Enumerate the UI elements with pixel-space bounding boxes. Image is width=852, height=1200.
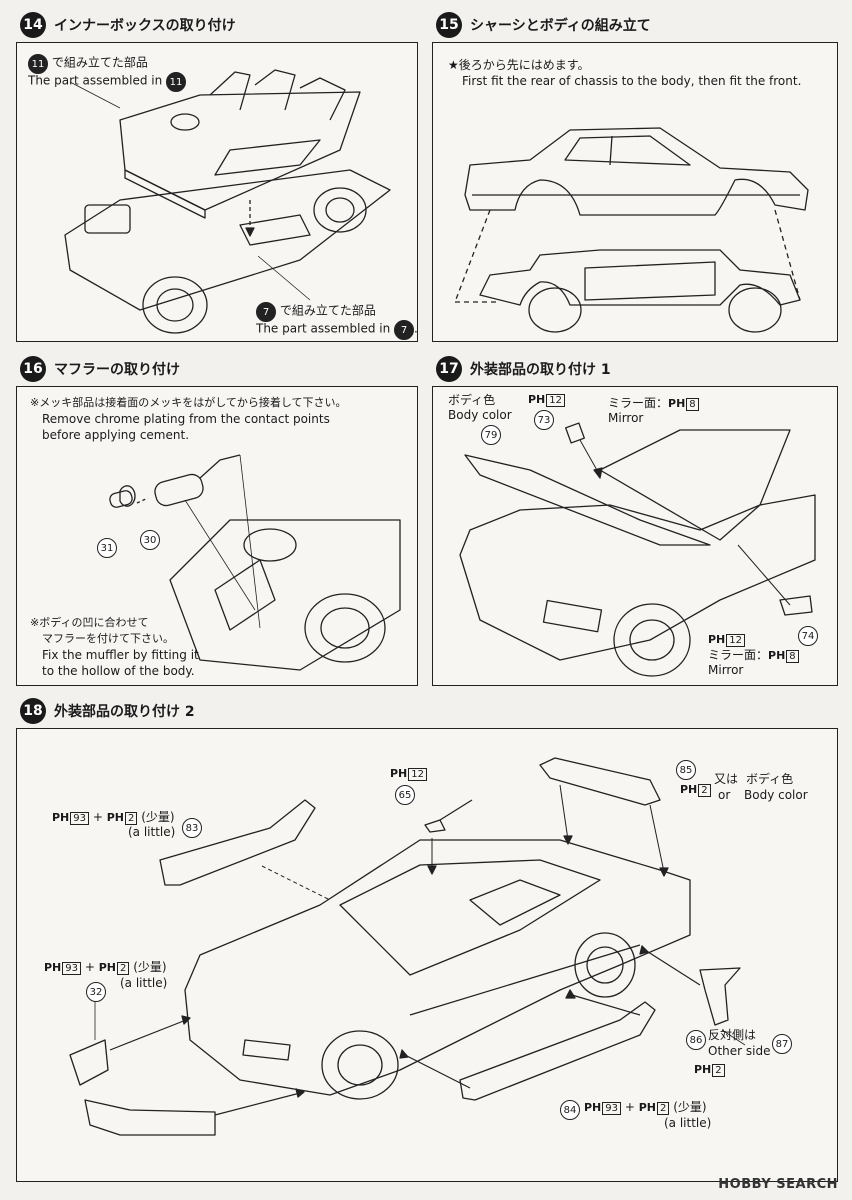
mirror-en-top: Mirror [608, 411, 644, 425]
other-side-en: Other side [708, 1044, 771, 1058]
other-side-jp: 反対側は [708, 1028, 757, 1042]
step-15-header: 15 シャーシとボディの組み立て [436, 12, 651, 38]
little-en-right: (a little) [664, 1116, 712, 1130]
step-number: 17 [436, 356, 462, 382]
little-en-left: (a little) [128, 825, 176, 839]
body-color-jp: ボディ色 [448, 393, 496, 407]
note-en: The part assembled in [28, 73, 163, 88]
step-14-note-bottom-en: The part assembled in 7. [256, 320, 418, 340]
front-spoiler-illustration [69, 1039, 216, 1136]
body-color-jp: ボディ色 [746, 772, 794, 786]
step-title: シャーシとボディの組み立て [470, 18, 651, 34]
step-16-note2-jp-2: マフラーを付けて下さい。 [42, 632, 174, 645]
part-callout-30: 30 [140, 530, 160, 550]
step-16-note1-jp: ※メッキ部品は接着面のメッキをはがしてから接着して下さい。 [30, 396, 347, 409]
part-callout-11: 11 [166, 72, 187, 92]
note-jp: で組み立てた部品 [279, 303, 376, 318]
part-callout-86: 86 [686, 1030, 706, 1050]
part-callout-87: 87 [772, 1034, 792, 1054]
step-title: 外装部品の取り付け 2 [54, 704, 195, 720]
body-color-en: Body color [448, 408, 512, 422]
inner-box-illustration [119, 69, 361, 219]
muffler-illustration [109, 454, 241, 508]
antenna-illustration [424, 799, 473, 833]
part-callout-83: 83 [182, 818, 202, 838]
part-callout-7: 7 [394, 320, 415, 340]
mudflap-illustration [699, 967, 741, 1026]
period: . [414, 321, 418, 336]
step-number: 15 [436, 12, 462, 38]
step-15-note-jp: ★後ろから先にはめます。 [448, 58, 590, 72]
part-callout-11: 11 [28, 54, 48, 74]
step-16-panel [16, 386, 418, 686]
note-jp: で組み立てた部品 [51, 55, 148, 70]
step-14-header: 14 インナーボックスの取り付け [20, 12, 236, 38]
chassis-side-illustration [479, 249, 801, 333]
step-16-note2-en-1: Fix the muffler by fitting it [42, 648, 199, 662]
part-callout-65: 65 [395, 785, 415, 805]
step-18-panel [16, 728, 838, 1182]
body-color-en: Body color [744, 788, 808, 802]
step-18-header: 18 外装部品の取り付け 2 [20, 698, 195, 724]
little-en-front: (a little) [120, 976, 168, 990]
note-en: The part assembled in [256, 321, 391, 336]
step-number: 14 [20, 12, 46, 38]
step-15-note-en: First fit the rear of chassis to the bod… [462, 74, 802, 88]
part-callout-32: 32 [86, 982, 106, 1002]
step-14-note-bottom: 7 で組み立てた部品 [256, 302, 376, 322]
part-callout-79: 79 [481, 425, 501, 445]
chassis-illustration [64, 169, 391, 334]
car-underside-illustration [169, 519, 401, 671]
step-16-note1-en-2: before applying cement. [42, 428, 190, 442]
or-en: or [718, 788, 731, 802]
step-16-note1-en-1: Remove chrome plating from the contact p… [42, 412, 330, 426]
step-number: 16 [20, 356, 46, 382]
part-callout-84: 84 [560, 1100, 580, 1120]
step-title: マフラーの取り付け [54, 362, 180, 378]
or-jp: 又は [714, 772, 739, 786]
part-callout-7: 7 [256, 302, 276, 322]
car-full-illustration [184, 839, 691, 1100]
watermark-logo: HOBBY SEARCH [718, 1177, 838, 1192]
mirror-en-bottom: Mirror [708, 663, 744, 677]
car-body-side-illustration [464, 127, 809, 216]
step-14-note-top: 11 で組み立てた部品 [28, 54, 148, 74]
part-callout-85: 85 [676, 760, 696, 780]
part-callout-74: 74 [798, 626, 818, 646]
step-title: 外装部品の取り付け 1 [470, 362, 611, 378]
part-callout-73: 73 [534, 410, 554, 430]
part-callout-31: 31 [97, 538, 117, 558]
step-16-note2-en-2: to the hollow of the body. [42, 664, 195, 678]
step-14-note-top-en: The part assembled in 11 [28, 72, 187, 92]
side-skirt-left-illustration [159, 799, 316, 886]
step-17-header: 17 外装部品の取り付け 1 [436, 356, 611, 382]
car-front-illustration [459, 422, 816, 677]
rear-spoiler-illustration [539, 757, 661, 806]
step-16-note2-jp-1: ※ボディの凹に合わせて [30, 616, 149, 629]
side-skirt-right-illustration [459, 1001, 656, 1101]
step-title: インナーボックスの取り付け [54, 18, 236, 34]
step-16-header: 16 マフラーの取り付け [20, 356, 180, 382]
step-number: 18 [20, 698, 46, 724]
